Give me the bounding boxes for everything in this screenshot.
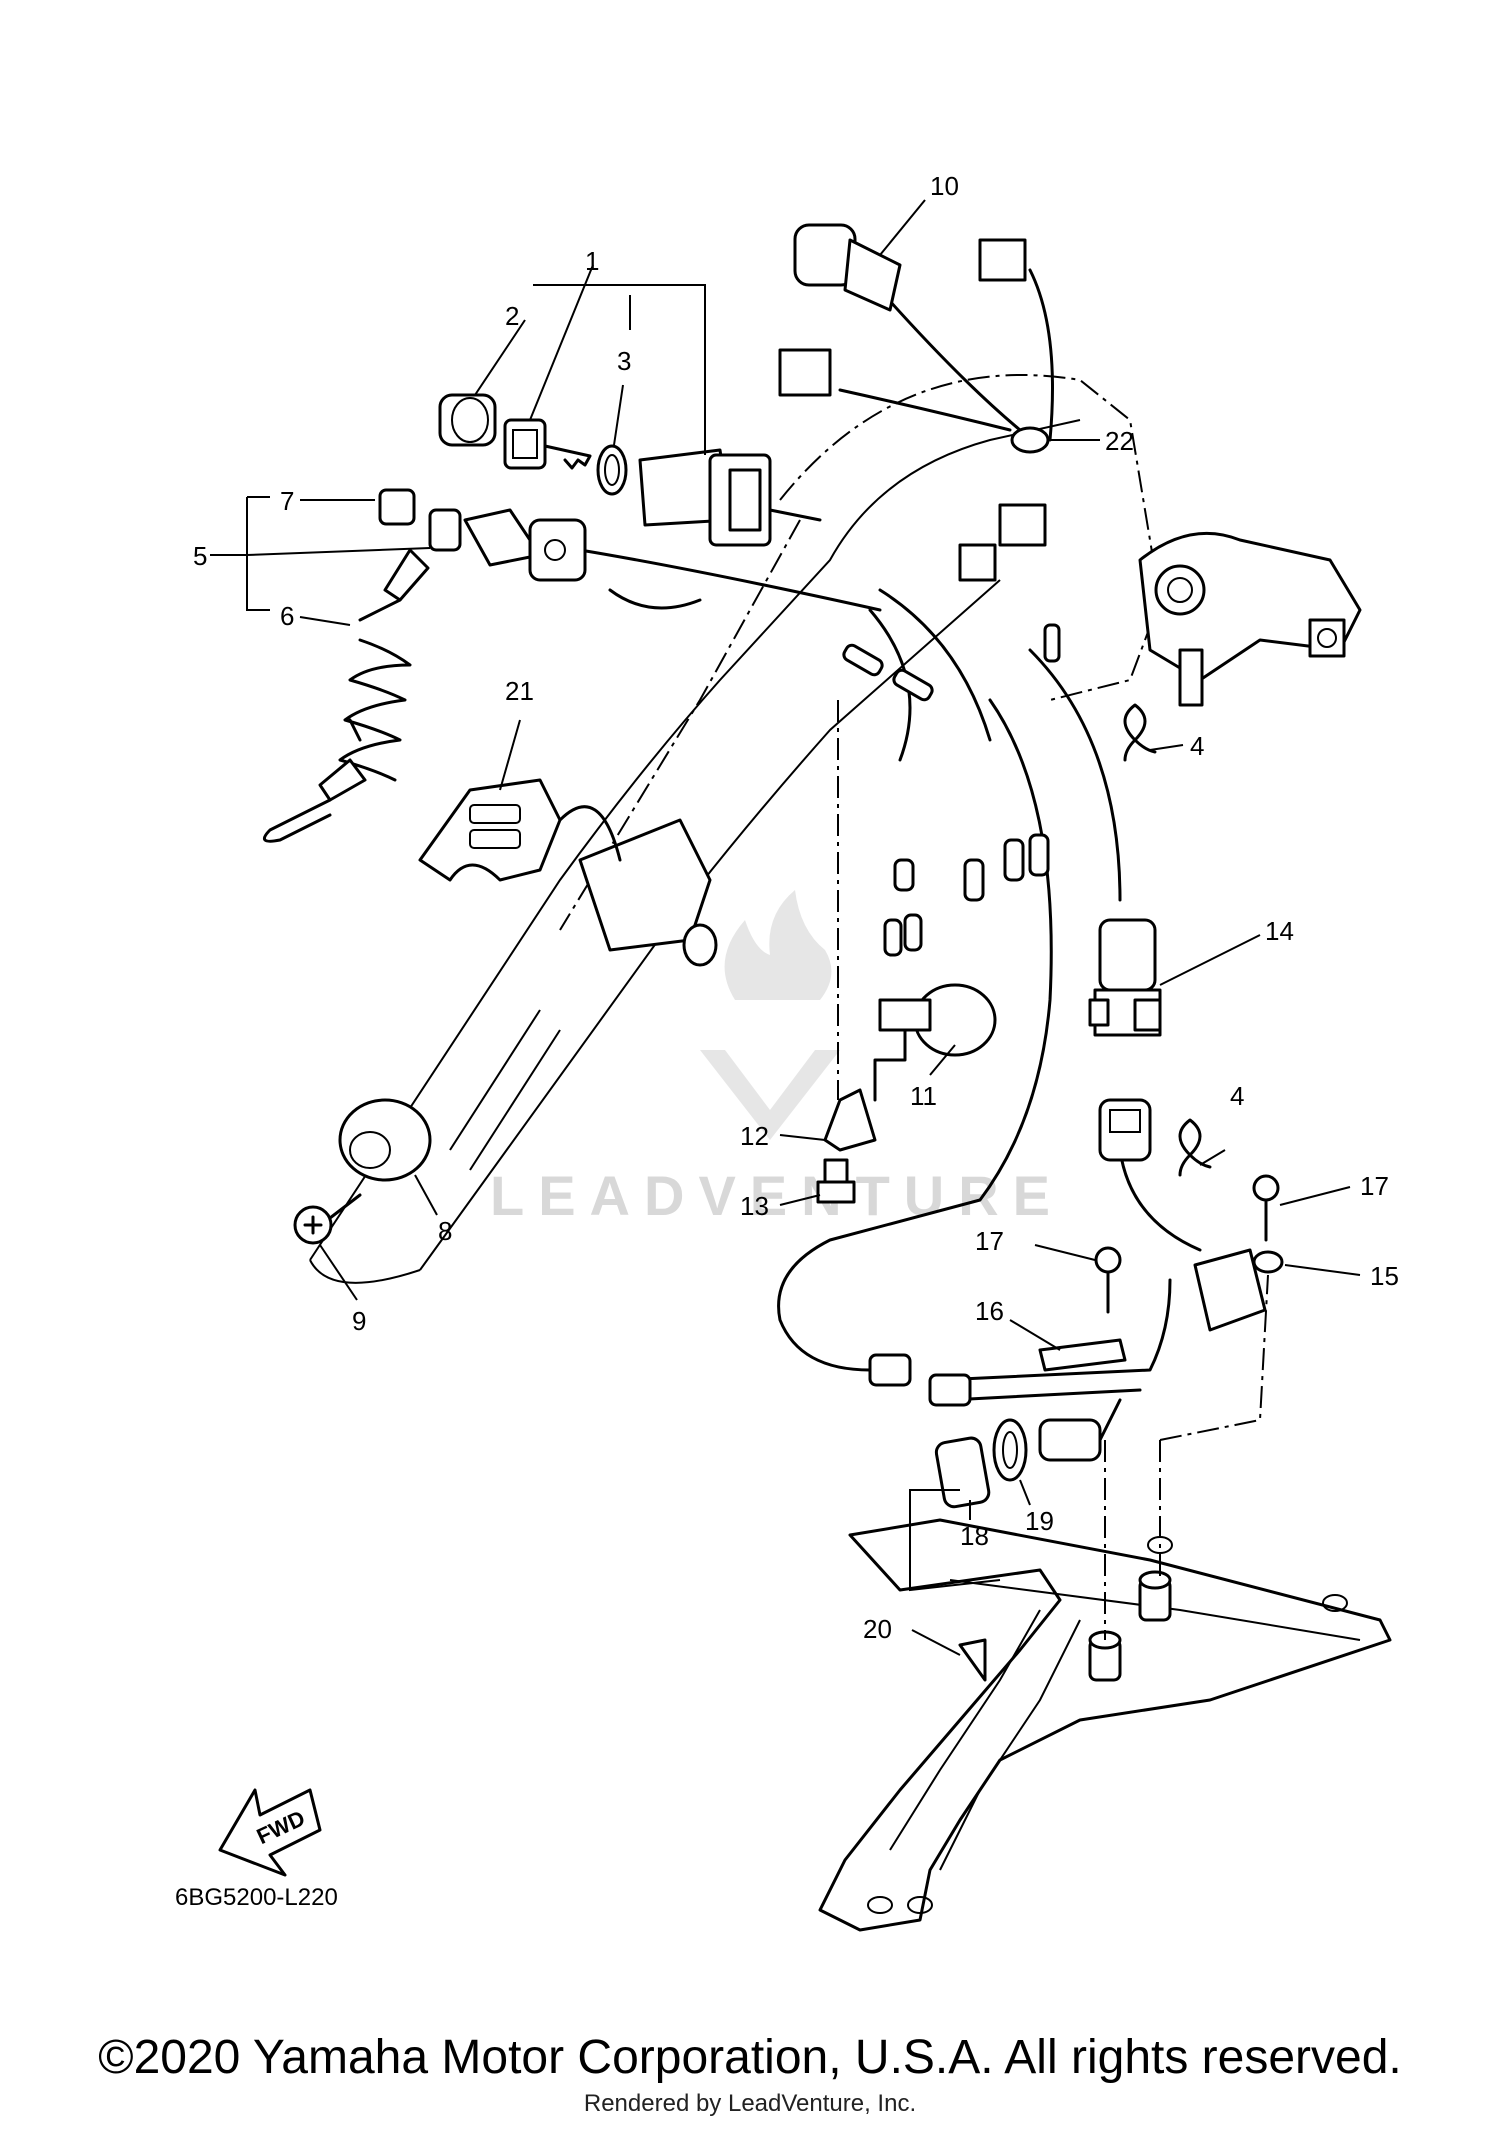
part-19-grommet xyxy=(992,1418,1028,1482)
part-8-grip xyxy=(338,1098,432,1182)
part-16-plate xyxy=(1038,1338,1127,1372)
part-14-connector xyxy=(1088,918,1162,1037)
callout-21: 21 xyxy=(505,676,534,706)
callout-11: 11 xyxy=(910,1081,937,1111)
plug-grommet xyxy=(1038,1418,1102,1462)
callout-6: 6 xyxy=(280,601,294,631)
callout-2: 2 xyxy=(505,301,519,331)
callout-labels: 1 2 3 4 4 5 6 7 8 9 10 11 12 13 14 15 16… xyxy=(193,171,1399,1644)
part-21-cover xyxy=(418,778,622,882)
callout-7: 7 xyxy=(280,486,294,516)
callout-5: 5 xyxy=(193,541,207,571)
part-12-bracket xyxy=(823,1088,877,1152)
part-7-collar xyxy=(378,488,416,526)
main-switch xyxy=(638,448,822,547)
part-1-key xyxy=(503,418,592,470)
watermark-text: LEADVENTURE xyxy=(490,1164,1064,1227)
bullet-connectors xyxy=(842,623,1061,957)
fwd-arrow-icon: FWD xyxy=(218,1788,322,1877)
callout-17a: 17 xyxy=(1360,1171,1389,1201)
copyright-notice: ©2020 Yamaha Motor Corporation, U.S.A. A… xyxy=(98,2031,1402,2084)
connectors-top xyxy=(778,238,1047,582)
part-3-ring xyxy=(596,444,628,496)
callout-8: 8 xyxy=(438,1216,452,1246)
leader-lines xyxy=(210,199,1361,1656)
part-15-sensor-box xyxy=(1193,1248,1284,1332)
callout-20: 20 xyxy=(863,1614,892,1644)
callout-1: 1 xyxy=(585,246,599,276)
callout-9: 9 xyxy=(352,1306,366,1336)
part-20-label xyxy=(958,1638,987,1682)
callout-13: 13 xyxy=(740,1191,769,1221)
part-4-clip xyxy=(1123,703,1212,1177)
tiller-handle xyxy=(309,374,1362,1284)
part-13-bolt xyxy=(816,1158,856,1204)
part-9-screw xyxy=(293,1193,362,1245)
callout-19: 19 xyxy=(1025,1506,1054,1536)
callout-17b: 17 xyxy=(975,1226,1004,1256)
part-2-cap xyxy=(438,393,497,447)
drawing-code: 6BG5200-L220 xyxy=(175,1884,338,1911)
callout-14: 14 xyxy=(1265,916,1294,946)
callout-4a: 4 xyxy=(1190,731,1204,761)
part-6-lanyard xyxy=(262,548,430,843)
callout-4b: 4 xyxy=(1230,1081,1244,1111)
part-22-clamp xyxy=(1010,426,1050,454)
callout-22: 22 xyxy=(1105,426,1134,456)
rendered-by-notice: Rendered by LeadVenture, Inc. xyxy=(583,2090,917,2117)
part-11-buzzer xyxy=(873,983,997,1102)
callout-10: 10 xyxy=(930,171,959,201)
callout-15: 15 xyxy=(1370,1261,1399,1291)
callout-12: 12 xyxy=(740,1121,769,1151)
watermark: LEADVENTURE xyxy=(490,890,1064,1227)
bottom-cowling xyxy=(818,1518,1392,1932)
plug-connectors xyxy=(868,1353,972,1407)
part-18-grommet xyxy=(934,1436,991,1509)
part-5-stop-switch xyxy=(428,508,587,582)
part-17-screws xyxy=(1094,1174,1280,1314)
callout-16: 16 xyxy=(975,1296,1004,1326)
connector-lower xyxy=(1098,1098,1152,1162)
callout-3: 3 xyxy=(617,346,631,376)
callout-18: 18 xyxy=(960,1521,989,1551)
part-10-sensor xyxy=(793,223,902,312)
